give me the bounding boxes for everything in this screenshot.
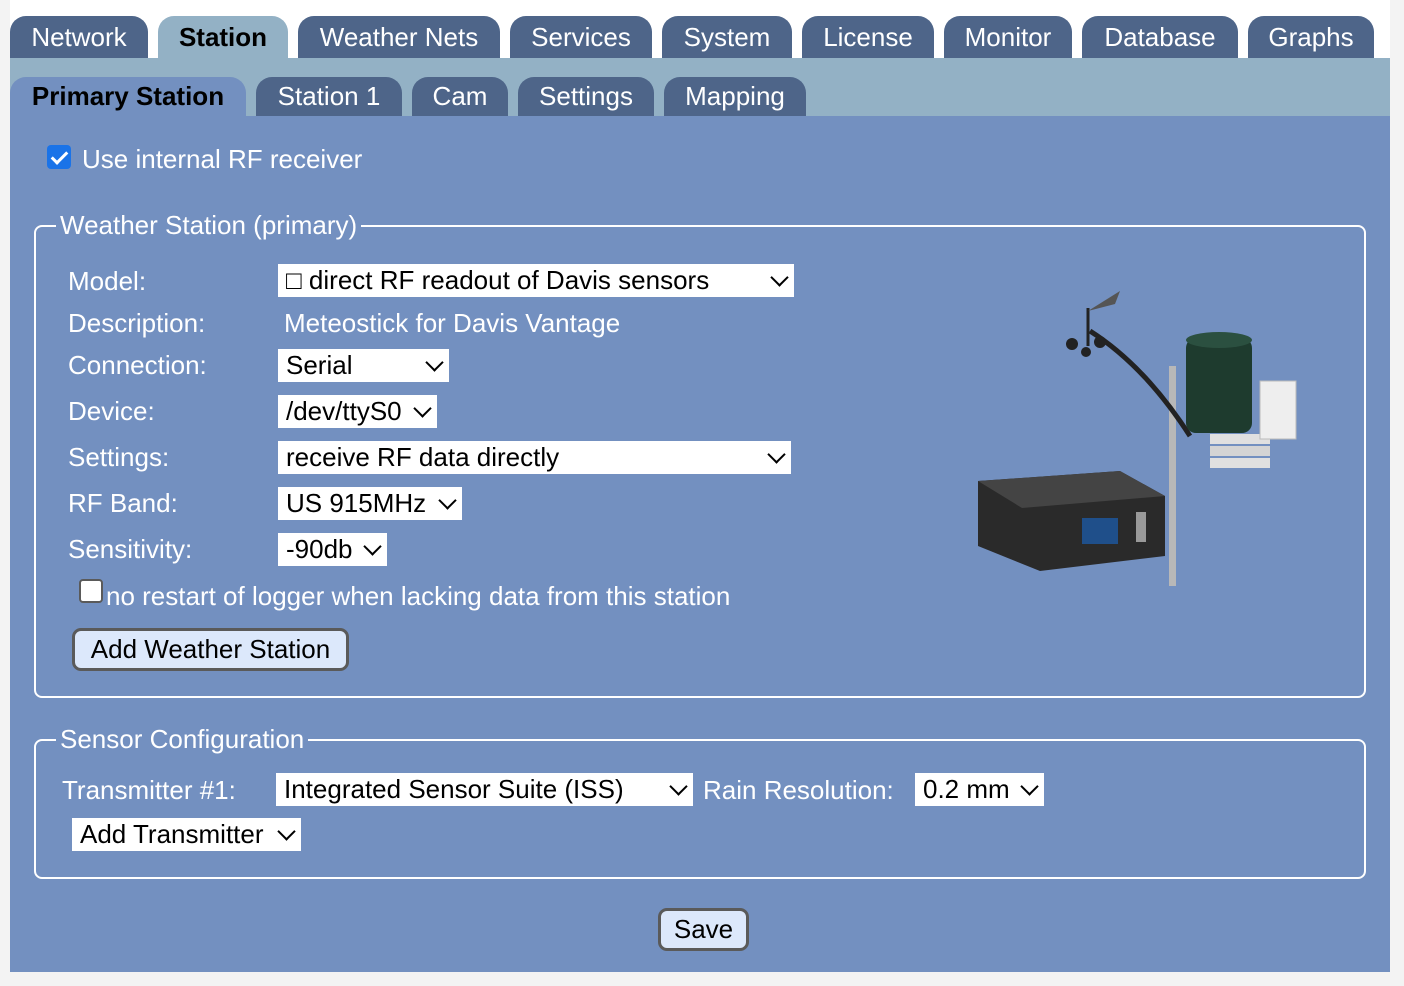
- rf-band-select[interactable]: US 915MHz: [278, 487, 462, 520]
- main-panel: Use internal RF receiver Weather Station…: [10, 116, 1390, 972]
- transmitter-select[interactable]: Integrated Sensor Suite (ISS): [276, 773, 693, 806]
- weather-station-legend: Weather Station (primary): [60, 210, 358, 240]
- tab-weather-nets[interactable]: Weather Nets: [298, 16, 500, 58]
- shield-plate: [1210, 434, 1270, 444]
- tab-system[interactable]: System: [662, 16, 792, 58]
- sub-tab-bar: Primary Station Station 1 Cam Settings M…: [10, 58, 1390, 116]
- description-value: Meteostick for Davis Vantage: [284, 308, 621, 338]
- chevron-down-icon: [767, 445, 786, 464]
- chevron-down-icon: [1020, 777, 1039, 796]
- model-value: □ direct RF readout of Davis sensors: [286, 265, 710, 295]
- add-transmitter-value: Add Transmitter: [80, 819, 264, 849]
- receiver-box-top: [978, 471, 1165, 508]
- rain-resolution-label: Rain Resolution:: [703, 775, 894, 805]
- tab-services[interactable]: Services: [510, 16, 652, 58]
- rain-resolution-value: 0.2 mm: [923, 774, 1010, 804]
- transmitter-value: Integrated Sensor Suite (ISS): [284, 774, 624, 804]
- model-select[interactable]: □ direct RF readout of Davis sensors: [278, 264, 794, 297]
- connection-label: Connection:: [68, 350, 207, 380]
- tab-network[interactable]: Network: [10, 16, 148, 58]
- chevron-down-icon: [413, 399, 432, 418]
- internal-rf-checkbox[interactable]: [47, 145, 71, 169]
- sensitivity-select[interactable]: -90db: [278, 533, 387, 566]
- description-label: Description:: [68, 308, 206, 338]
- rain-collector: [1186, 338, 1252, 433]
- internal-rf-label: Use internal RF receiver: [82, 144, 363, 174]
- sensitivity-value: -90db: [286, 534, 353, 564]
- rain-resolution-select[interactable]: 0.2 mm: [915, 773, 1044, 806]
- mast-pole: [1169, 366, 1176, 586]
- tab-license[interactable]: License: [802, 16, 934, 58]
- anemometer-cup: [1094, 336, 1106, 348]
- add-transmitter-select[interactable]: Add Transmitter: [72, 818, 301, 851]
- chevron-down-icon: [363, 537, 382, 556]
- tab-station[interactable]: Station: [158, 16, 288, 58]
- chevron-down-icon: [438, 491, 457, 510]
- weather-station-fieldset: Weather Station (primary): [34, 210, 1366, 698]
- tab-monitor[interactable]: Monitor: [944, 16, 1072, 58]
- shield-plate: [1210, 446, 1270, 456]
- save-button[interactable]: Save: [658, 908, 749, 951]
- sensor-config-legend: Sensor Configuration: [60, 724, 305, 754]
- shield-plate: [1210, 458, 1270, 468]
- sensor-config-fieldset: Sensor Configuration: [34, 724, 1366, 879]
- sensitivity-label: Sensitivity:: [68, 534, 193, 564]
- device-label: Device:: [68, 396, 155, 426]
- weather-station-image: [978, 291, 1297, 586]
- no-restart-label: no restart of logger when lacking data f…: [106, 581, 731, 611]
- settings-label: Settings:: [68, 442, 170, 472]
- receiver-display: [1082, 518, 1118, 544]
- subtab-cam[interactable]: Cam: [412, 77, 508, 116]
- device-select[interactable]: /dev/ttyS0: [278, 395, 437, 428]
- settings-value: receive RF data directly: [286, 442, 560, 472]
- add-weather-station-button[interactable]: Add Weather Station: [72, 628, 349, 671]
- connection-select[interactable]: Serial: [278, 349, 449, 382]
- usb-port: [1136, 512, 1146, 542]
- chevron-down-icon: [425, 353, 444, 372]
- transmitter-label: Transmitter #1:: [62, 775, 236, 805]
- tab-database[interactable]: Database: [1082, 16, 1238, 58]
- chevron-down-icon: [770, 268, 789, 287]
- connection-value: Serial: [286, 350, 353, 380]
- anemometer-cup: [1066, 338, 1078, 350]
- settings-select[interactable]: receive RF data directly: [278, 441, 791, 474]
- chevron-down-icon: [277, 822, 296, 841]
- chevron-down-icon: [669, 777, 688, 796]
- anemometer-cup: [1081, 347, 1091, 357]
- wind-vane-fin: [1088, 291, 1120, 311]
- rf-band-label: RF Band:: [68, 488, 178, 518]
- device-value: /dev/ttyS0: [286, 396, 402, 426]
- subtab-primary-station[interactable]: Primary Station: [10, 77, 246, 116]
- top-tab-bar: Network Station Weather Nets Services Sy…: [10, 0, 1390, 58]
- subtab-mapping[interactable]: Mapping: [664, 77, 806, 116]
- rf-band-value: US 915MHz: [286, 488, 427, 518]
- solar-panel: [1259, 380, 1297, 440]
- rain-collector-top: [1186, 332, 1252, 348]
- tab-graphs[interactable]: Graphs: [1248, 16, 1374, 58]
- subtab-settings[interactable]: Settings: [518, 77, 654, 116]
- subtab-station-1[interactable]: Station 1: [256, 77, 402, 116]
- model-label: Model:: [68, 266, 147, 296]
- no-restart-checkbox[interactable]: [79, 579, 103, 603]
